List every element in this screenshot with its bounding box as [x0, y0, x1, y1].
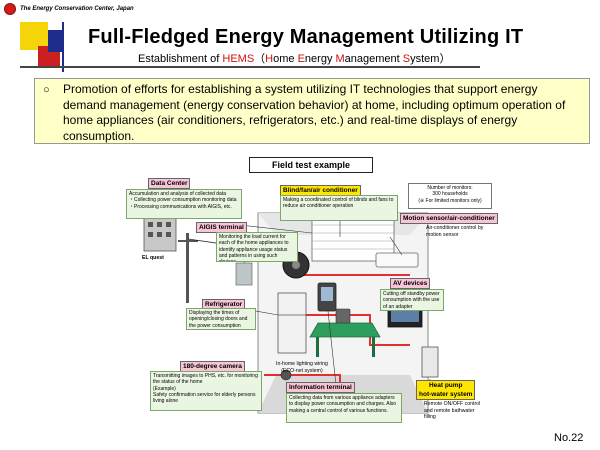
el-quest-label: EL quest: [142, 255, 164, 261]
summary-bullet-box: ○ Promotion of efforts for establishing …: [34, 78, 590, 144]
leader-line-info-terminal: [327, 310, 337, 386]
subtitle-letter-m: M: [335, 53, 345, 65]
refrigerator-desc: Displaying the times of opening/closing …: [186, 308, 256, 330]
decor-horizontal-line: [20, 66, 480, 68]
blind-fan-desc: Making a coordinated control of blinds a…: [280, 195, 398, 221]
air-conditioner-icon: [375, 252, 419, 268]
field-test-label: Field test example: [249, 157, 373, 173]
subtitle-letter-s: S: [402, 53, 411, 65]
page-subtitle: Establishment of HEMS（Home Energy Manage…: [138, 50, 450, 66]
page-number: No.22: [554, 432, 584, 444]
heat-pump-label-line-2: hot-water system: [419, 391, 473, 398]
subtitle-hems: HEMS: [222, 53, 255, 65]
wiring-line-2: (ECO-net system): [281, 367, 323, 374]
wiring-caption: In-home lighting wiring (ECO-net system): [276, 361, 328, 374]
heat-pump-label: Heat pump hot-water system: [416, 380, 476, 400]
window-blinds-icon: [311, 216, 395, 262]
decor-vertical-line: [62, 22, 64, 72]
subtitle-word-anagement: anagement: [344, 53, 403, 65]
monitors-line-3: (※ For limited monitors only): [418, 197, 482, 204]
subtitle-letter-e: E: [297, 53, 305, 65]
table-icon: [309, 322, 381, 338]
page-title: Full-Fledged Energy Management Utilizing…: [88, 26, 524, 48]
heat-pump-icon: [421, 346, 439, 378]
subtitle-prefix: Establishment of: [138, 53, 223, 65]
motion-sensor-label: Motion sensor/air-conditioner: [400, 213, 498, 224]
org-name: The Energy Conservation Center, Japan: [20, 6, 134, 12]
data-center-label: Data Center: [148, 178, 191, 189]
motion-sensor-desc: Air-conditioner control by motion sensor: [426, 225, 484, 238]
information-terminal-label: Information terminal: [286, 382, 355, 393]
subtitle-paren-open: （: [254, 53, 266, 65]
summary-bullet-text: Promotion of efforts for establishing a …: [63, 82, 566, 143]
bullet-circle-icon: ○: [43, 84, 50, 96]
aigis-meter-icon: [235, 262, 253, 286]
av-devices-label: AV devices: [390, 278, 431, 289]
monitors-line-2: 300 households: [432, 191, 468, 198]
org-header: The Energy Conservation Center, Japan: [4, 2, 134, 16]
subtitle-word-nergy: nergy: [304, 53, 336, 65]
information-terminal-desc: Collecting data from various appliance a…: [286, 393, 402, 423]
pda-device-icon: [335, 308, 351, 324]
data-center-desc: Accumulation and analysis of collected d…: [126, 189, 242, 219]
decor-blue-square: [48, 30, 64, 52]
aigis-terminal-desc: Monitoring the load current for each of …: [216, 232, 298, 262]
decor-yellow-square: [20, 22, 48, 50]
subtitle-word-ome: ome: [273, 53, 298, 65]
subtitle-paren-close: ）: [439, 53, 451, 65]
heat-pump-label-line-1: Heat pump: [428, 382, 463, 389]
refrigerator-icon: [277, 292, 307, 354]
leader-line-motion: [389, 236, 403, 256]
org-logo-icon: [4, 3, 16, 15]
utility-pole-icon: [186, 233, 189, 303]
camera-desc: Transmitting images to PHS, etc. for mon…: [150, 371, 262, 411]
subtitle-word-ystem: ystem: [410, 53, 440, 65]
wiring-line-1: In-home lighting wiring: [276, 361, 328, 367]
av-devices-desc: Cutting off standby power consumption wi…: [380, 289, 444, 311]
monitors-line-1: Number of monitors:: [427, 185, 473, 191]
monitors-box: Number of monitors: 300 households (※ Fo…: [408, 183, 492, 209]
camera-device-icon: [280, 369, 292, 381]
leader-line-data-center: [239, 224, 313, 234]
remote-control-desc: Remote ON/OFF control and remote bathwat…: [424, 401, 481, 420]
hems-diagram: Data Center Accumulation and analysis of…: [126, 175, 498, 435]
subtitle-letter-h: H: [265, 53, 274, 65]
